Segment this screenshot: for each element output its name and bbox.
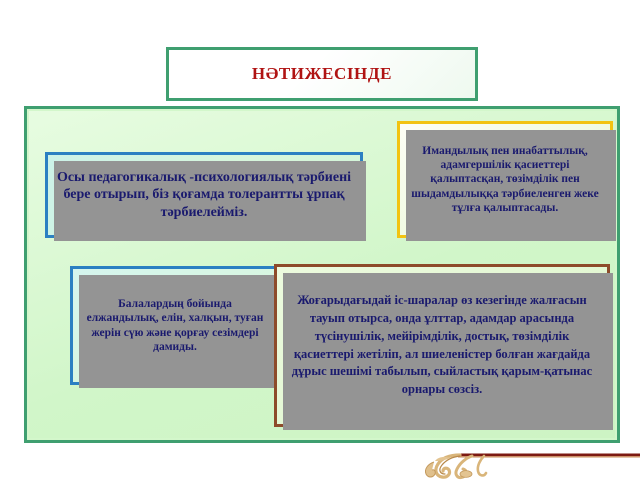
page-title: НӘТИЖЕСІНДЕ xyxy=(251,64,393,83)
children-development-box: Балалардың бойында елжандылық, елін, хал… xyxy=(70,266,283,388)
pedagogy-statement-box: Осы педагогикалық -психологиялық тәрбиен… xyxy=(45,152,366,241)
header-banner: НӘТИЖЕСІНДЕ xyxy=(166,47,478,101)
box-shadow xyxy=(54,161,366,241)
box-shadow xyxy=(79,275,283,388)
measures-conclusion-text: Жоғарыдағыдай іс-шаралар өз кезегінде жа… xyxy=(291,293,593,396)
box-shadow xyxy=(283,273,613,430)
pedagogy-statement-text: Осы педагогикалық -психологиялық тәрбиен… xyxy=(56,169,352,220)
children-development-text: Балалардың бойында елжандылық, елін, хал… xyxy=(86,298,264,353)
measures-conclusion-box: Жоғарыдағыдай іс-шаралар өз кезегінде жа… xyxy=(274,264,613,430)
decorative-flourish-icon xyxy=(420,450,640,480)
morality-outcome-box: Имандылық пен инабаттылық, адамгершілік … xyxy=(397,121,616,241)
box-shadow xyxy=(406,130,616,241)
morality-outcome-text: Имандылық пен инабаттылық, адамгершілік … xyxy=(411,144,599,214)
